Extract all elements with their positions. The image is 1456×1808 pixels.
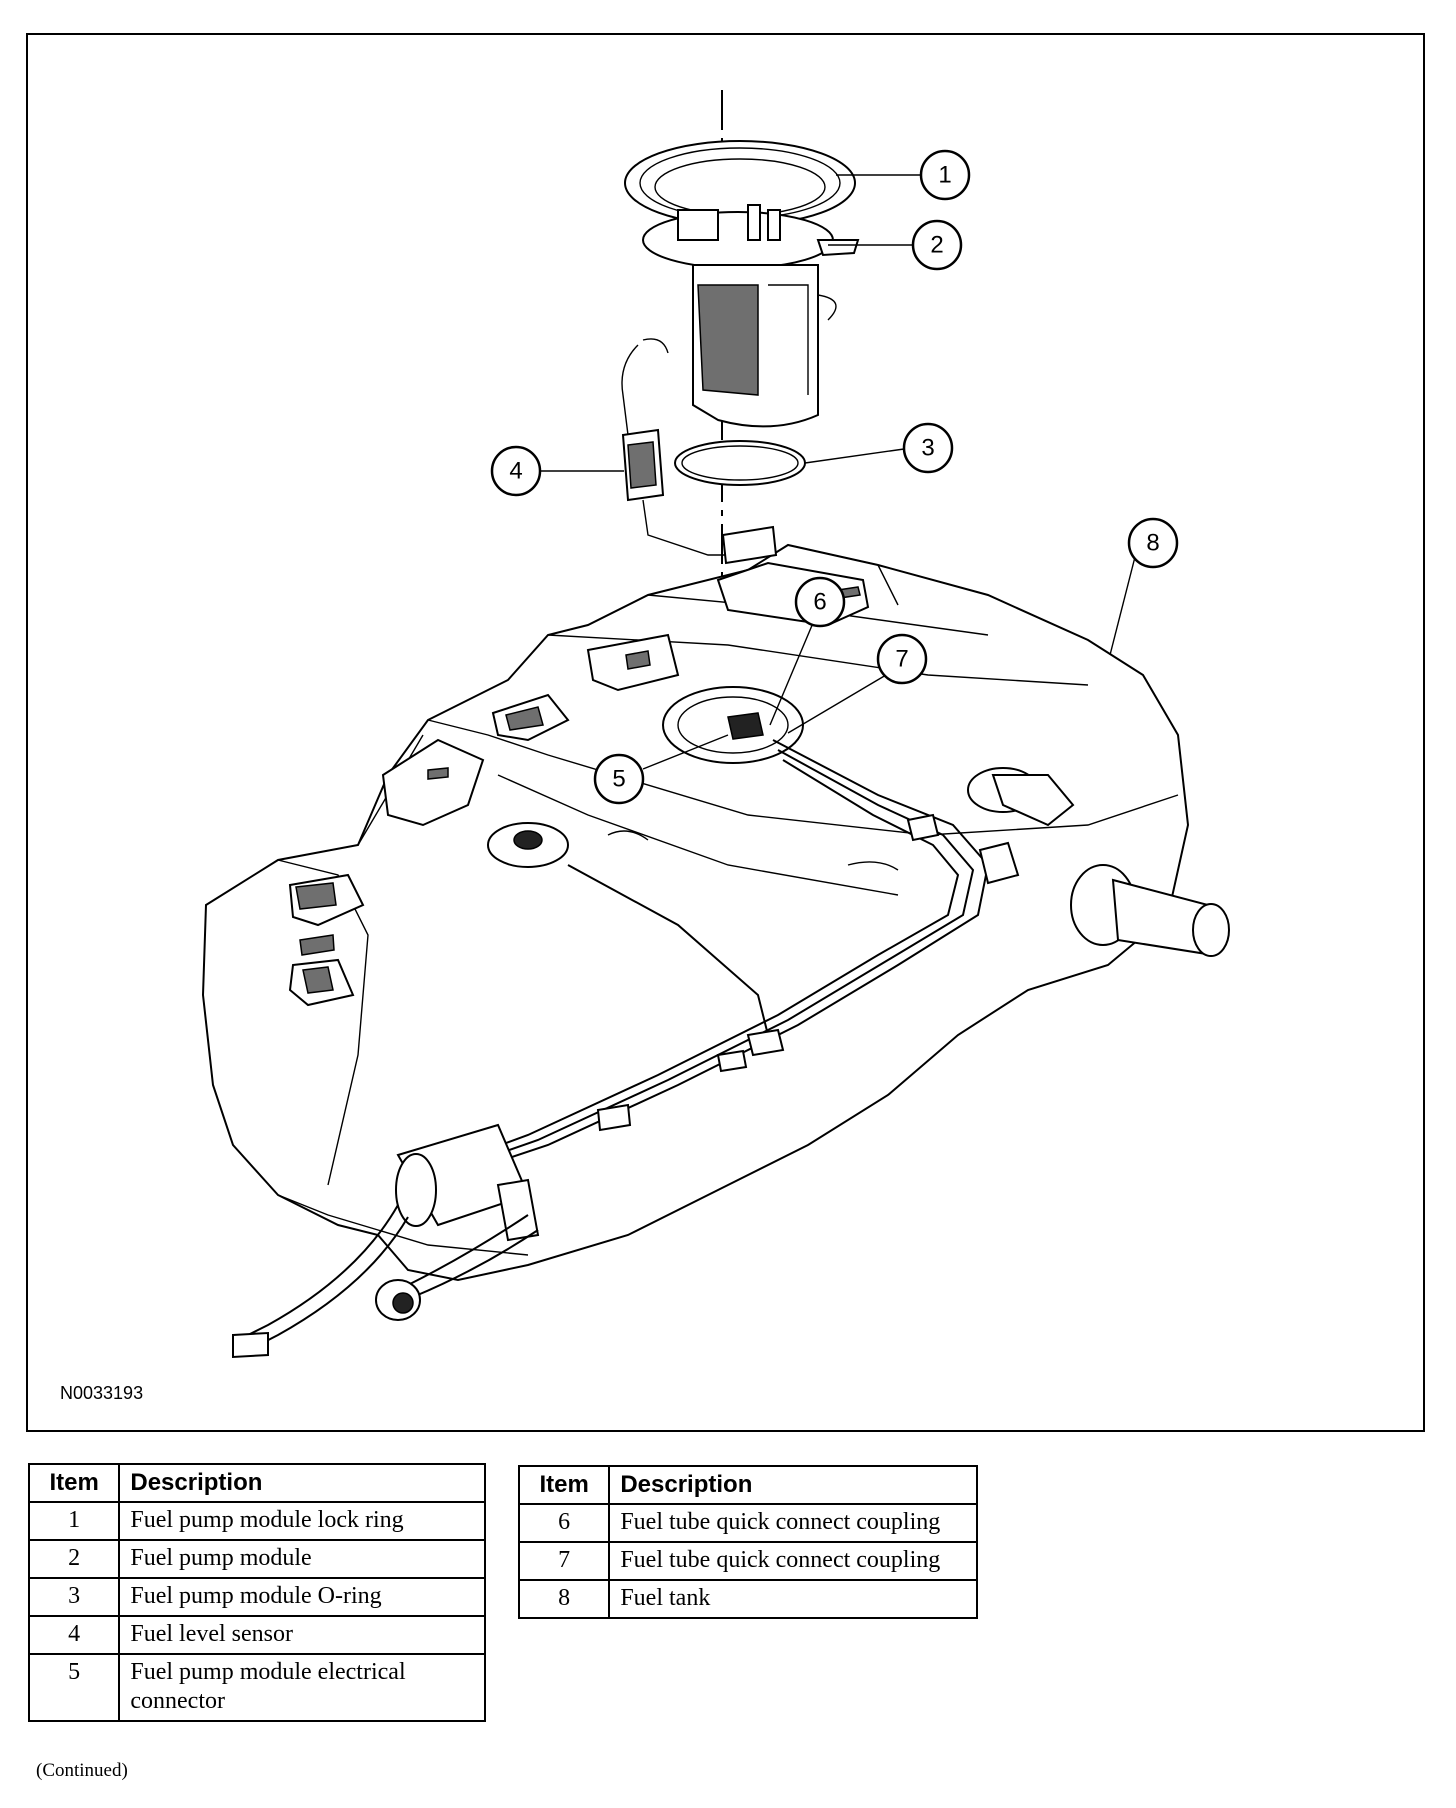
callout-7: 7 [876, 633, 928, 685]
continued-note: (Continued) [36, 1760, 128, 1781]
legend-row: 6 Fuel tube quick connect coupling [517, 1503, 978, 1543]
legend-item-description: Fuel level sensor [118, 1615, 486, 1655]
legend-row: 2 Fuel pump module [27, 1539, 486, 1579]
legend-header-row: Item Description [27, 1463, 486, 1503]
legend-row: 8 Fuel tank [517, 1579, 978, 1619]
svg-text:5: 5 [612, 766, 625, 793]
diagram-drawing: 1 2 3 4 5 6 7 8 [201, 90, 1230, 1359]
svg-text:3: 3 [921, 435, 934, 462]
legend-item-description: Fuel pump module O-ring [118, 1577, 486, 1617]
svg-text:8: 8 [1146, 530, 1159, 557]
legend-item-number: 1 [27, 1501, 121, 1541]
legend-item-description: Fuel tube quick connect coupling [608, 1541, 978, 1581]
legend-item-number: 8 [517, 1579, 611, 1619]
level-sensor-drawing [621, 338, 778, 565]
svg-text:6: 6 [813, 589, 826, 616]
legend-item-description: Fuel pump module lock ring [118, 1501, 486, 1541]
fuel-tank-drawing [201, 543, 1230, 1359]
legend-item-number: 5 [27, 1653, 121, 1722]
header-description: Description [118, 1463, 486, 1503]
callout-3: 3 [902, 422, 954, 474]
legend-item-description: Fuel pump module electrical connector [118, 1653, 486, 1722]
legend-item-number: 6 [517, 1503, 611, 1543]
callout-8: 8 [1127, 517, 1179, 569]
svg-text:7: 7 [895, 646, 908, 673]
legend-item-number: 7 [517, 1541, 611, 1581]
legend-header-row: Item Description [517, 1465, 978, 1505]
header-item: Item [517, 1465, 611, 1505]
callout-4: 4 [490, 445, 542, 497]
legend-item-description: Fuel pump module [118, 1539, 486, 1579]
svg-text:1: 1 [938, 162, 951, 189]
callout-1: 1 [919, 149, 971, 201]
callout-5: 5 [593, 753, 645, 805]
legend-row: 3 Fuel pump module O-ring [27, 1577, 486, 1617]
lock-ring-drawing [624, 140, 856, 226]
legend-item-number: 3 [27, 1577, 121, 1617]
legend-item-description: Fuel tank [608, 1579, 978, 1619]
legend-table-1: Item Description 1 Fuel pump module lock… [27, 1463, 486, 1722]
legend-table-2: Item Description 6 Fuel tube quick conne… [517, 1465, 978, 1619]
header-item: Item [27, 1463, 121, 1503]
header-description: Description [608, 1465, 978, 1505]
svg-text:2: 2 [930, 232, 943, 259]
exploded-diagram: 1 2 3 4 5 6 7 8 N0033193 [26, 33, 1425, 1432]
legend-row: 1 Fuel pump module lock ring [27, 1501, 486, 1541]
legend-item-number: 4 [27, 1615, 121, 1655]
leader-lines [540, 174, 1137, 770]
electrical-connector-drawing [727, 712, 764, 740]
callout-6: 6 [794, 576, 846, 628]
legend-item-number: 2 [27, 1539, 121, 1579]
o-ring-drawing [674, 440, 806, 486]
pump-module-drawing [642, 204, 860, 428]
callout-2: 2 [911, 219, 963, 271]
legend-row: 7 Fuel tube quick connect coupling [517, 1541, 978, 1581]
figure-id: N0033193 [60, 1383, 144, 1403]
legend-row: 4 Fuel level sensor [27, 1615, 486, 1655]
svg-text:4: 4 [509, 458, 522, 485]
legend-item-description: Fuel tube quick connect coupling [608, 1503, 978, 1543]
legend-row: 5 Fuel pump module electrical connector [27, 1653, 486, 1722]
